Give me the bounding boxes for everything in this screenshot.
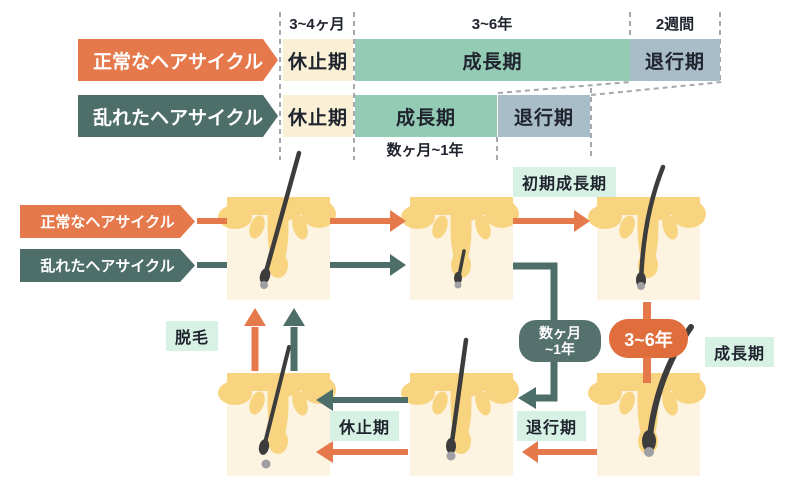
timeline-row-label-disturbed: 乱れたヘアサイクル bbox=[78, 95, 278, 137]
phase-box-normal-growth: 成長期 bbox=[355, 39, 630, 81]
cycle-row-label-disturbed: 乱れたヘアサイクル bbox=[20, 249, 195, 282]
arrow-normal-e-to-d bbox=[522, 441, 597, 463]
arrow-disturbed-a-to-b bbox=[330, 254, 406, 276]
arrow-normal-a-to-b bbox=[330, 210, 406, 232]
badge-disturbed-line2: ~1年 bbox=[545, 341, 575, 357]
follicle-regressing bbox=[401, 337, 519, 476]
follicle-resting-club-hair bbox=[218, 150, 336, 300]
duration-label-regression: 2週間 bbox=[655, 16, 695, 33]
phase-box-disturbed-rest: 休止期 bbox=[283, 95, 353, 137]
stage-label-shedding: 脱毛 bbox=[166, 321, 219, 351]
phase-box-normal-regression: 退行期 bbox=[630, 39, 720, 81]
arrow-normal-b-to-c bbox=[513, 210, 590, 232]
cycle-row-label-normal: 正常なヘアサイクル bbox=[20, 205, 195, 238]
follicle-full-growth bbox=[588, 324, 706, 476]
timeline-row-label-normal: 正常なヘアサイクル bbox=[78, 39, 278, 81]
duration-label-growth: 3~6年 bbox=[471, 16, 513, 33]
stage-label-regression: 退行期 bbox=[517, 411, 587, 441]
phase-box-disturbed-growth: 成長期 bbox=[355, 95, 497, 137]
phase-box-disturbed-regression: 退行期 bbox=[498, 95, 590, 137]
stage-label-early-growth: 初期成長期 bbox=[513, 167, 617, 197]
disturbed-growth-note: 数ヶ月~1年 bbox=[386, 142, 464, 159]
duration-label-rest: 3~4ヶ月 bbox=[289, 16, 345, 33]
follicle-shedding bbox=[218, 345, 336, 476]
stage-label-growth: 成長期 bbox=[705, 337, 775, 367]
badge-disturbed-duration: 数ヶ月 ~1年 bbox=[519, 320, 601, 362]
follicle-growing bbox=[588, 164, 706, 300]
badge-disturbed-line1: 数ヶ月 bbox=[539, 324, 581, 341]
phase-box-normal-rest: 休止期 bbox=[283, 39, 353, 81]
follicle-early-growth bbox=[401, 197, 519, 300]
stage-label-rest: 休止期 bbox=[330, 411, 400, 441]
badge-normal-duration: 3~6年 bbox=[609, 319, 688, 358]
